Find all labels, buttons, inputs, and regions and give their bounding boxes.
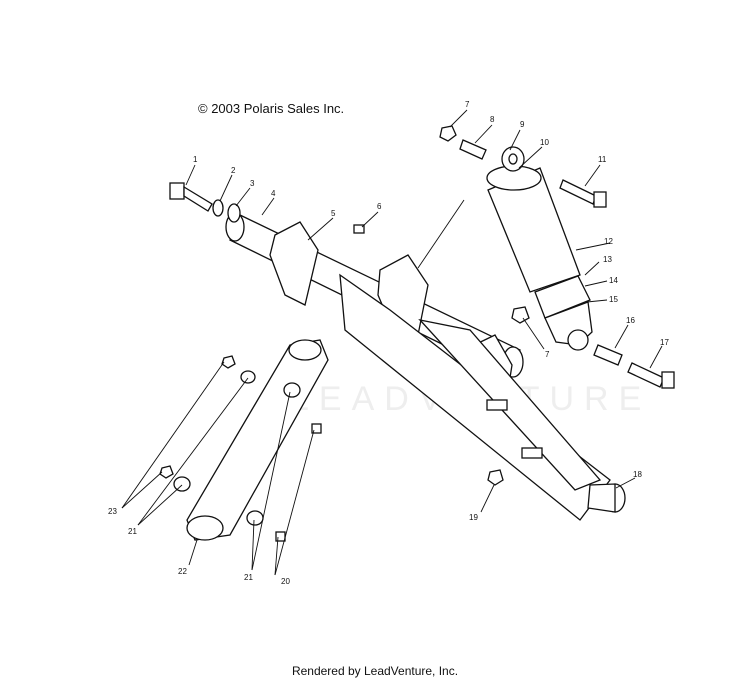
callout-10: 10 (540, 138, 549, 147)
callout-1: 1 (193, 155, 198, 164)
callout-labels: 1 2 3 4 5 6 7 8 9 10 11 12 13 14 15 7 16… (108, 100, 669, 586)
callout-15: 15 (609, 295, 618, 304)
callout-9: 9 (520, 120, 525, 129)
callout-23: 23 (108, 507, 117, 516)
callout-7b: 7 (545, 350, 550, 359)
callout-3: 3 (250, 179, 255, 188)
bushing-8 (459, 139, 487, 160)
bolt-11 (559, 179, 607, 208)
callout-22: 22 (178, 567, 187, 576)
nut-7-lower (511, 306, 530, 324)
copyright-text: © 2003 Polaris Sales Inc. (198, 101, 345, 116)
callout-16: 16 (626, 316, 635, 325)
callout-14: 14 (609, 276, 618, 285)
bolt-1 (169, 182, 213, 212)
screw-6 (353, 224, 365, 234)
callout-12: 12 (604, 237, 613, 246)
callout-20: 20 (281, 577, 290, 586)
nut-7-top (439, 125, 457, 142)
leader-lines (121, 109, 663, 576)
washer-2 (212, 199, 224, 217)
callout-5: 5 (331, 209, 336, 218)
bolt-17 (627, 362, 675, 389)
shock-absorber (486, 146, 593, 351)
bushing-16 (593, 344, 623, 366)
nut-19 (487, 469, 504, 486)
callout-17: 17 (660, 338, 669, 347)
nuts-23 (159, 355, 236, 479)
callout-7a: 7 (465, 100, 470, 109)
callout-8: 8 (490, 115, 495, 124)
callout-6: 6 (377, 202, 382, 211)
callout-19: 19 (469, 513, 478, 522)
footer-text: Rendered by LeadVenture, Inc. (291, 664, 459, 678)
link-plate-22 (186, 339, 329, 541)
callout-4: 4 (271, 189, 276, 198)
swing-arm (339, 273, 626, 521)
clamp-bracket-left (269, 221, 319, 306)
callout-21a: 21 (128, 527, 137, 536)
callout-18: 18 (633, 470, 642, 479)
callout-2: 2 (231, 166, 236, 175)
callout-21b: 21 (244, 573, 253, 582)
washers-21 (173, 370, 301, 526)
callout-13: 13 (603, 255, 612, 264)
washer-3 (227, 203, 241, 223)
callout-11: 11 (598, 155, 607, 164)
